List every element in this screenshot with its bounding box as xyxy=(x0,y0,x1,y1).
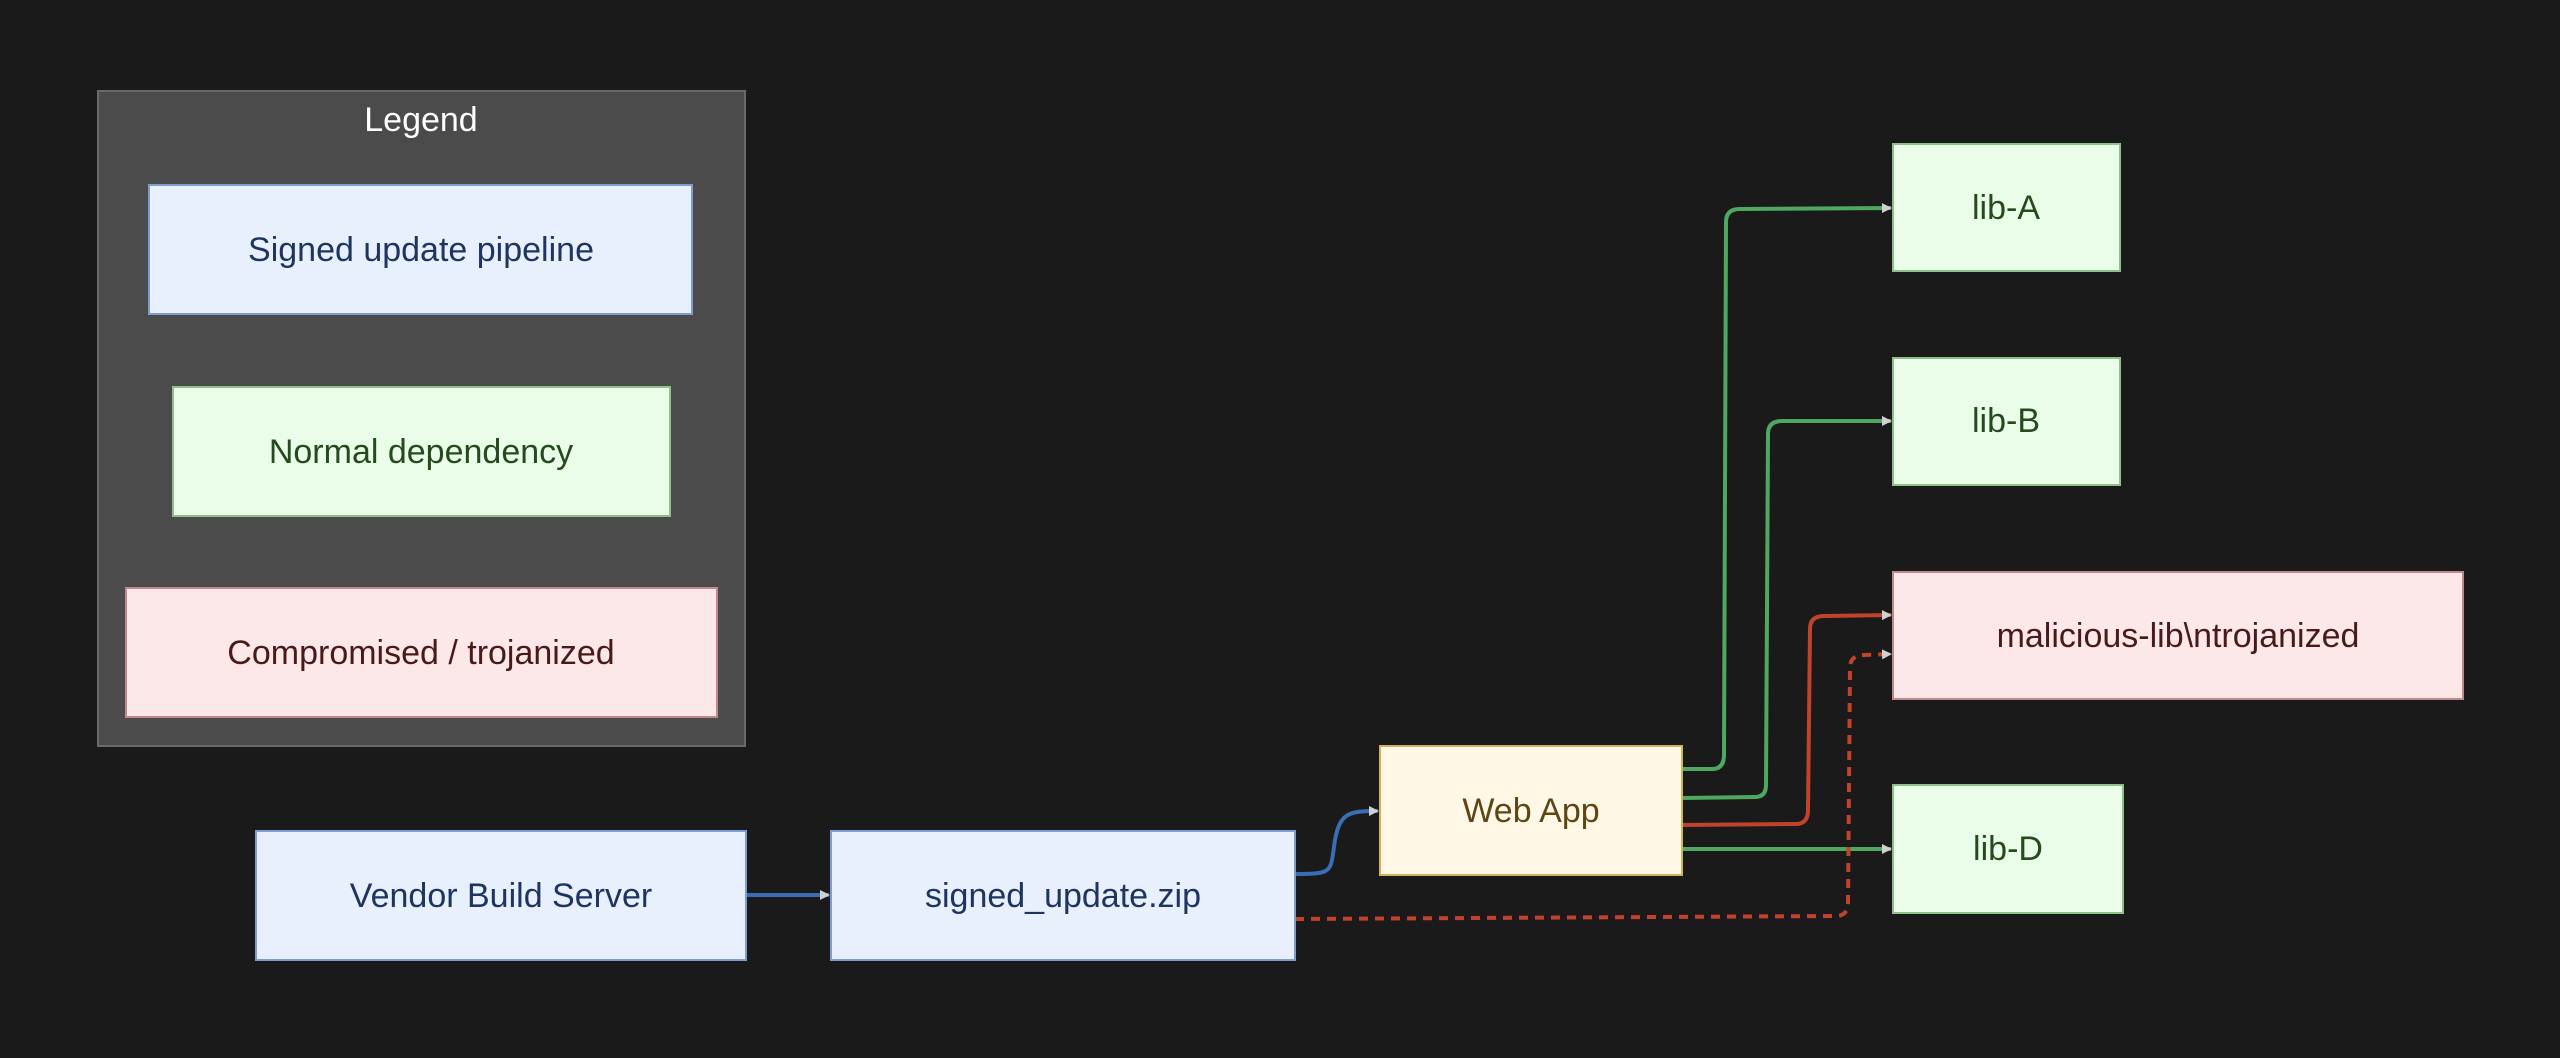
node-label: lib-B xyxy=(1972,402,2040,440)
legend-item-normal: Normal dependency xyxy=(172,386,671,517)
legend-title: Legend xyxy=(364,101,477,139)
node-web-app[interactable]: Web App xyxy=(1379,745,1683,876)
node-malicious-lib[interactable]: malicious-lib\ntrojanized xyxy=(1892,571,2464,700)
node-lib-d[interactable]: lib-D xyxy=(1892,784,2124,914)
edge-web-app-to-malicious-lib xyxy=(1681,610,1892,827)
node-label: Vendor Build Server xyxy=(350,877,652,915)
node-label: lib-D xyxy=(1973,830,2043,868)
legend-item-label: Signed update pipeline xyxy=(248,231,594,269)
node-vendor-build-server[interactable]: Vendor Build Server xyxy=(255,830,747,961)
edge-signed-update-to-malicious-lib-dashed xyxy=(1294,649,1892,921)
node-lib-a[interactable]: lib-A xyxy=(1892,143,2121,272)
node-signed-update-zip[interactable]: signed_update.zip xyxy=(830,830,1296,961)
node-label: Web App xyxy=(1462,792,1599,830)
edge-web-app-to-lib-a xyxy=(1682,203,1892,771)
legend-item-label: Normal dependency xyxy=(269,433,573,471)
legend-item-pipeline: Signed update pipeline xyxy=(148,184,693,315)
node-lib-b[interactable]: lib-B xyxy=(1892,357,2121,486)
legend: Legend Signed update pipeline Normal dep… xyxy=(97,90,746,747)
edge-signed-update-to-web-app xyxy=(1294,806,1379,876)
node-label: lib-A xyxy=(1972,189,2040,227)
legend-item-compromised: Compromised / trojanized xyxy=(125,587,718,718)
node-label: malicious-lib\ntrojanized xyxy=(1997,617,2360,655)
legend-item-label: Compromised / trojanized xyxy=(227,634,614,672)
edge-web-app-to-lib-b xyxy=(1681,416,1892,800)
node-label: signed_update.zip xyxy=(925,877,1201,915)
